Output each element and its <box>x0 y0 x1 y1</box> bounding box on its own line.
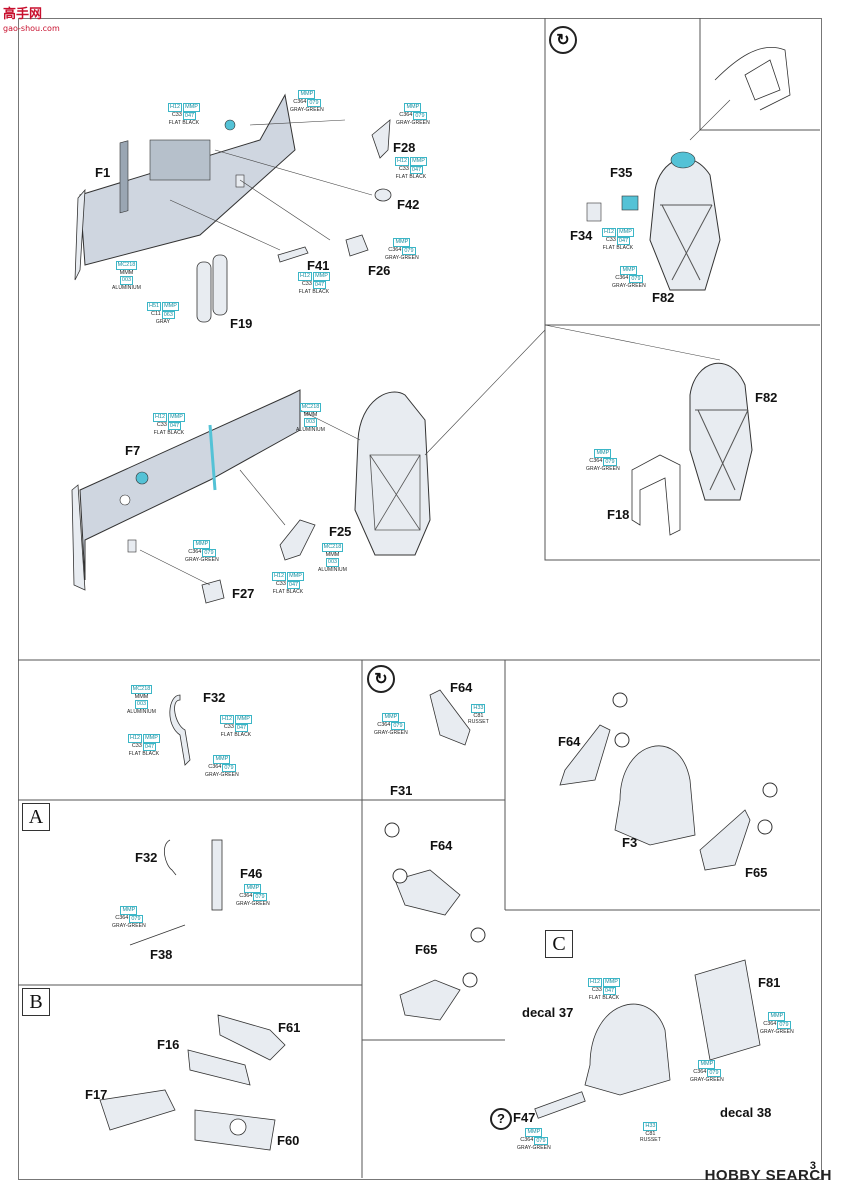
part-label-f46: F46 <box>240 866 263 881</box>
part-label-f7: F7 <box>125 443 141 458</box>
part-label-f65-main: F65 <box>745 865 768 880</box>
page-frame <box>18 18 822 1180</box>
part-label-f17: F17 <box>85 1087 108 1102</box>
part-label-f35: F35 <box>610 165 633 180</box>
part-label-f64-top: F64 <box>450 680 473 695</box>
section-label-a: A <box>22 803 50 831</box>
color-callout-aluminium: MC218 MMM 003 ALUMINIUM <box>127 685 156 715</box>
section-b-drawing <box>99 1014 286 1151</box>
f1-panel-drawing <box>74 93 296 281</box>
part-label-f47: F47 <box>513 1110 536 1125</box>
part-label-f82-top: F82 <box>652 290 675 305</box>
part-label-f1: F1 <box>95 165 111 180</box>
part-label-f38: F38 <box>150 947 173 962</box>
prohibition-marks <box>384 692 778 988</box>
section-label-b: B <box>22 988 50 1016</box>
page-number: 3 <box>809 1160 816 1172</box>
section-label-c: C <box>545 930 573 958</box>
section-a-drawing <box>129 694 223 946</box>
part-label-f34: F34 <box>570 228 593 243</box>
color-callout-aluminium: MC218 MMM 003 ALUMINIUM <box>296 403 325 433</box>
f82-second-drawing <box>631 362 753 536</box>
hobby-search-logo: HOBBY SEARCH <box>704 1167 832 1184</box>
part-label-f16: F16 <box>157 1037 180 1052</box>
seat-frame-drawing <box>354 391 431 556</box>
color-callout-aluminium: MC218 MMM 003 ALUMINIUM <box>318 543 347 573</box>
part-label-f19: F19 <box>230 316 253 331</box>
part-label-f18: F18 <box>607 507 630 522</box>
part-label-f28: F28 <box>393 140 416 155</box>
part-label-f60: F60 <box>277 1133 300 1148</box>
part-label-f64-detail: F64 <box>430 838 453 853</box>
part-label-f81: F81 <box>758 975 781 990</box>
small-parts-drawing <box>196 119 392 604</box>
inset-cockpit-drawing <box>714 46 791 111</box>
part-label-f26: F26 <box>368 263 391 278</box>
color-callout-russet: H33 C81 RUSSET <box>640 1122 661 1143</box>
part-label-f32-a: F32 <box>135 850 158 865</box>
part-label-f27: F27 <box>232 586 255 601</box>
question-icon: ? <box>490 1108 512 1130</box>
part-label-f41: F41 <box>307 258 330 273</box>
rotate-icon: ↻ <box>549 26 577 54</box>
part-label-decal-37: decal 37 <box>522 1005 574 1020</box>
part-label-f61: F61 <box>278 1020 301 1035</box>
part-label-f25: F25 <box>329 524 352 539</box>
rotate-icon: ↻ <box>367 665 395 693</box>
part-label-f82-second: F82 <box>755 390 778 405</box>
leader-lines <box>139 99 731 586</box>
part-label-f42: F42 <box>397 197 420 212</box>
color-callout-aluminium: MC218 MMM 003 ALUMINIUM <box>112 261 141 291</box>
f82-top-drawing <box>586 151 721 291</box>
f7-panel-drawing <box>71 389 301 591</box>
part-label-f3: F3 <box>622 835 638 850</box>
part-label-decal-38: decal 38 <box>720 1105 772 1120</box>
seat-assembly-drawing <box>394 689 761 1119</box>
watermark-logo: 高手网 <box>3 7 43 22</box>
part-label-f65-detail: F65 <box>415 942 438 957</box>
part-label-f31: F31 <box>390 783 413 798</box>
color-callout-russet: H33 C81 RUSSET <box>468 704 489 725</box>
part-label-f32: F32 <box>203 690 226 705</box>
watermark-url: gao-shou.com <box>3 24 60 33</box>
part-label-f64-main: F64 <box>558 734 581 749</box>
